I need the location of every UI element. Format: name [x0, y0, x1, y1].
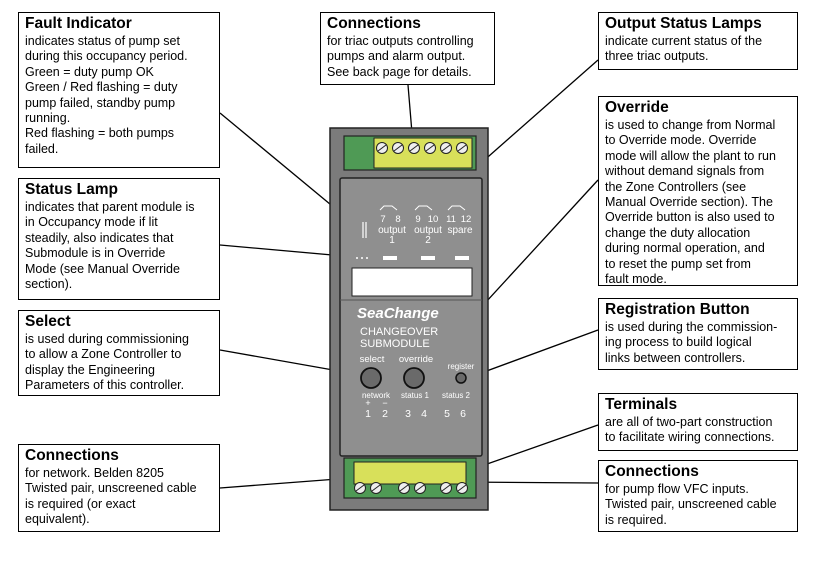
callout-title: Select — [25, 313, 71, 330]
callout-body: for pump flow VFC inputs. Twisted pair, … — [605, 482, 777, 527]
group-label-status-1: status 1 — [401, 391, 430, 400]
bottom-terminal-number-6: 6 — [460, 408, 466, 420]
top-terminal-plug — [373, 137, 473, 169]
top-terminal-labels: 7 8 9 10 11 12 — [380, 214, 471, 225]
leader-registration-button — [472, 329, 599, 377]
callout-output-status-lamps: Output Status Lamps indicate current sta… — [598, 12, 798, 70]
bottom-terminal-screws — [354, 482, 468, 494]
select-button-label: select — [360, 354, 385, 365]
top-terminal-number-7: 7 — [380, 214, 385, 225]
callout-connections-triac: Connections for triac outputs controllin… — [320, 12, 495, 85]
override-button-label: override — [399, 354, 433, 365]
callout-body: indicate current status of the three tri… — [605, 34, 763, 64]
callout-body: for network. Belden 8205 Twisted pair, u… — [25, 466, 197, 527]
bottom-terminal-plug — [353, 461, 467, 485]
fault-indicator-lamp — [362, 222, 367, 238]
callout-body: for triac outputs controlling pumps and … — [327, 34, 474, 79]
bottom-terminal-labels: 1 2 3 4 5 6 — [365, 408, 466, 420]
callout-body: indicates that parent module is in Occup… — [25, 200, 195, 292]
callout-select: Select is used during commissioning to a… — [18, 310, 220, 396]
status-lamp-dot-2 — [361, 257, 363, 259]
top-terminal-screws — [376, 142, 468, 154]
callout-title: Terminals — [605, 396, 678, 413]
leader-fault-indicator — [219, 112, 349, 220]
bottom-terminal-number-1: 1 — [365, 408, 371, 420]
callout-connections-pump: Connections for pump flow VFC inputs. Tw… — [598, 460, 798, 532]
callout-fault-indicator: Fault Indicator indicates status of pump… — [18, 12, 220, 168]
group-label-output-2-line2: 2 — [425, 235, 431, 246]
status-lamp-dot-1 — [356, 257, 358, 259]
status-lamps — [356, 256, 469, 260]
status-lamp-dot-3 — [366, 257, 368, 259]
select-button[interactable] — [360, 367, 382, 389]
group-label-status-2: status 2 — [442, 391, 471, 400]
top-terminal-number-9: 9 — [415, 214, 420, 225]
override-button[interactable] — [403, 367, 425, 389]
output-2-lamp — [421, 256, 435, 260]
callout-title: Connections — [605, 463, 699, 480]
callout-status-lamp: Status Lamp indicates that parent module… — [18, 178, 220, 300]
top-terminal-number-8: 8 — [395, 214, 400, 225]
group-label-output-1-line1: output — [378, 225, 406, 236]
group-label-output-2-line1: output — [414, 225, 442, 236]
product-name-line2: SUBMODULE — [360, 338, 430, 350]
group-label-spare: spare — [447, 225, 472, 236]
callout-title: Override — [605, 99, 669, 116]
register-button-label: register — [448, 362, 475, 371]
callout-title: Connections — [25, 447, 119, 464]
output-1-lamp — [383, 256, 397, 260]
display-window — [351, 267, 473, 297]
callout-title: Status Lamp — [25, 181, 119, 198]
callout-terminals: Terminals are all of two-part constructi… — [598, 393, 798, 451]
bottom-terminal-number-3: 3 — [405, 408, 411, 420]
group-label-output-1-line2: 1 — [389, 235, 395, 246]
spare-lamp — [455, 256, 469, 260]
callout-body: are all of two-part construction to faci… — [605, 415, 775, 445]
brand-logo: SeaChange — [357, 305, 439, 322]
callout-title: Connections — [327, 15, 421, 32]
bottom-terminal-number-2: 2 — [382, 408, 388, 420]
top-terminal-number-10: 10 — [428, 214, 439, 225]
register-button[interactable] — [455, 372, 467, 384]
top-terminal-number-12: 12 — [461, 214, 472, 225]
bottom-terminal-number-5: 5 — [444, 408, 450, 420]
callout-body: is used during the commission- ing proce… — [605, 320, 778, 365]
leader-terminals — [469, 424, 599, 471]
polarity-plus: + — [365, 398, 370, 408]
callout-title: Output Status Lamps — [605, 15, 762, 32]
callout-title: Fault Indicator — [25, 15, 132, 32]
callout-override: Override is used to change from Normal t… — [598, 96, 798, 286]
product-name-line1: CHANGEOVER — [360, 326, 438, 338]
callout-body: is used during commissioning to allow a … — [25, 332, 189, 393]
callout-title: Registration Button — [605, 301, 750, 318]
top-terminal-number-11: 11 — [446, 214, 456, 225]
callout-body: is used to change from Normal to Overrid… — [605, 118, 776, 287]
callout-body: indicates status of pump set during this… — [25, 34, 188, 156]
polarity-minus: − — [382, 398, 387, 408]
relay-contact-icons — [379, 205, 466, 211]
callout-connections-network: Connections for network. Belden 8205 Twi… — [18, 444, 220, 532]
callout-registration-button: Registration Button is used during the c… — [598, 298, 798, 370]
bottom-terminal-number-4: 4 — [421, 408, 427, 420]
group-label-network: network — [362, 391, 391, 400]
